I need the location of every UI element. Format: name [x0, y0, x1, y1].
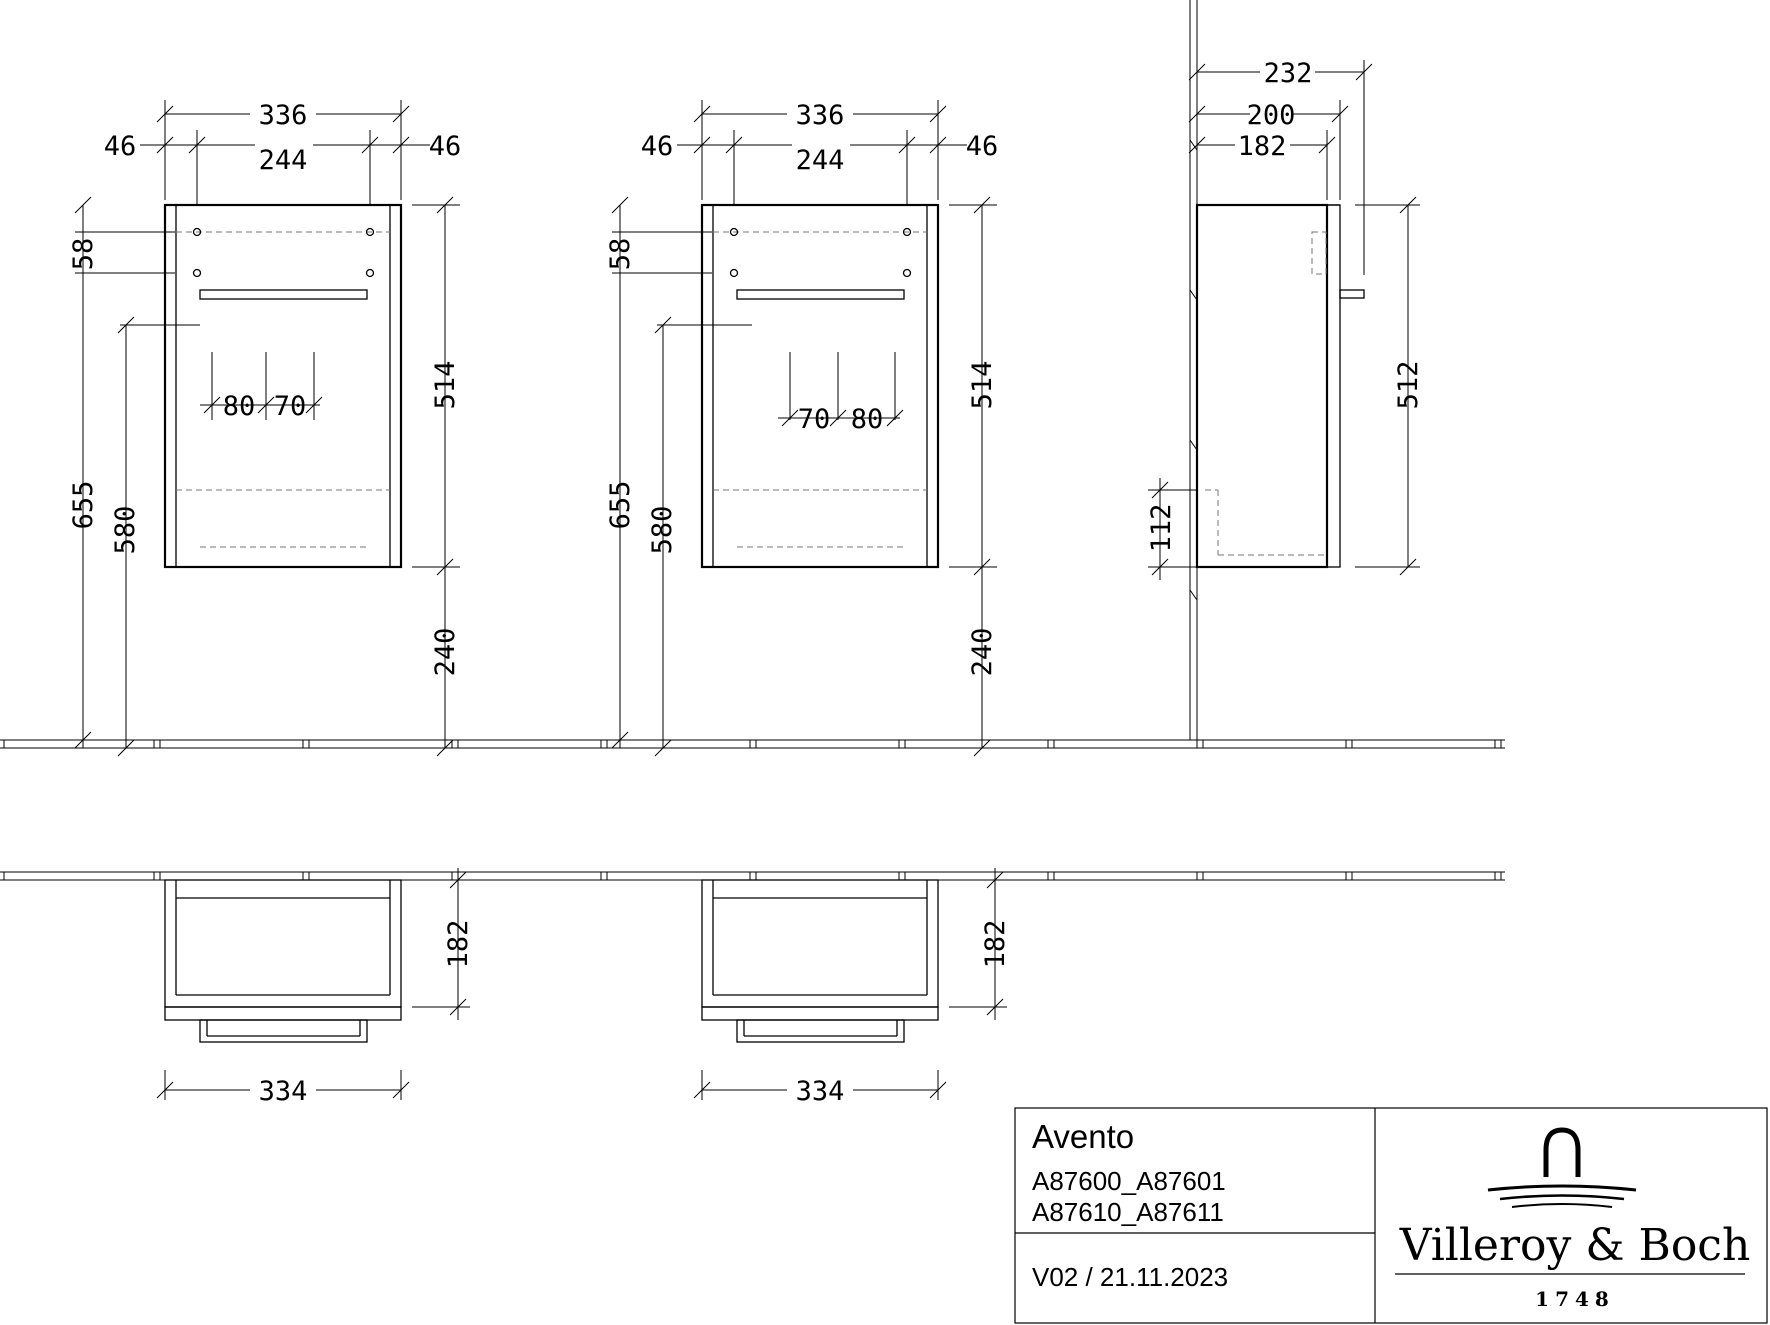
brand-founded-year: 1748: [1535, 1287, 1615, 1311]
front-left-dimensions: 336 46 244 46 58 655 580 514: [68, 100, 462, 757]
dim-244: 244: [259, 145, 308, 176]
dim-46-left: 46: [104, 131, 137, 162]
dim-580: 580: [110, 506, 141, 555]
dim-182: 182: [443, 920, 474, 969]
product-name: Avento: [1032, 1118, 1135, 1155]
front-right-dimensions: 336 46 244 46 58 655 580 514 240: [605, 100, 999, 757]
dim-200: 200: [1247, 100, 1296, 131]
version-date: V02 / 21.11.2023: [1032, 1262, 1229, 1292]
dim-655: 655: [68, 481, 99, 530]
dim-70: 70: [798, 404, 831, 435]
dim-240: 240: [430, 628, 461, 677]
top-view-right: [701, 879, 939, 1043]
dim-70: 70: [274, 391, 307, 422]
top-right-dimensions: 182 334: [693, 868, 1011, 1107]
dim-580: 580: [647, 506, 678, 555]
wall-line-plan: [0, 871, 1505, 881]
dim-46-right: 46: [966, 131, 999, 162]
dim-182: 182: [980, 920, 1011, 969]
dim-512: 512: [1393, 361, 1424, 410]
dim-336: 336: [259, 100, 308, 131]
dim-514: 514: [967, 361, 998, 410]
dim-80: 80: [223, 391, 256, 422]
dim-336: 336: [796, 100, 845, 131]
top-left-dimensions: 182 334: [156, 868, 474, 1107]
dim-80: 80: [851, 404, 884, 435]
dim-655: 655: [605, 481, 636, 530]
dim-46-left: 46: [641, 131, 674, 162]
dim-182: 182: [1238, 131, 1287, 162]
dim-240: 240: [967, 628, 998, 677]
dim-232: 232: [1264, 58, 1313, 89]
brand-wordmark: Villeroy & Boch: [1399, 1220, 1751, 1271]
floor-line-top: [0, 739, 1505, 749]
villeroy-boch-fountain-logo: [1487, 1127, 1637, 1208]
dim-334: 334: [259, 1076, 308, 1107]
dim-46-right: 46: [429, 131, 462, 162]
top-view-left: [164, 879, 402, 1043]
title-block-frame: [1014, 1107, 1768, 1324]
dim-514: 514: [430, 361, 461, 410]
side-dimensions: 232 200 182 512 112: [1146, 58, 1424, 580]
model-number-1: A87600_A87601: [1032, 1166, 1226, 1196]
side-view: [1195, 203, 1365, 569]
front-view-right: [700, 203, 940, 569]
dim-112: 112: [1146, 504, 1177, 553]
dim-244: 244: [796, 145, 845, 176]
front-view-left: [163, 203, 403, 569]
model-number-2: A87610_A87611: [1032, 1197, 1224, 1227]
dim-334: 334: [796, 1076, 845, 1107]
